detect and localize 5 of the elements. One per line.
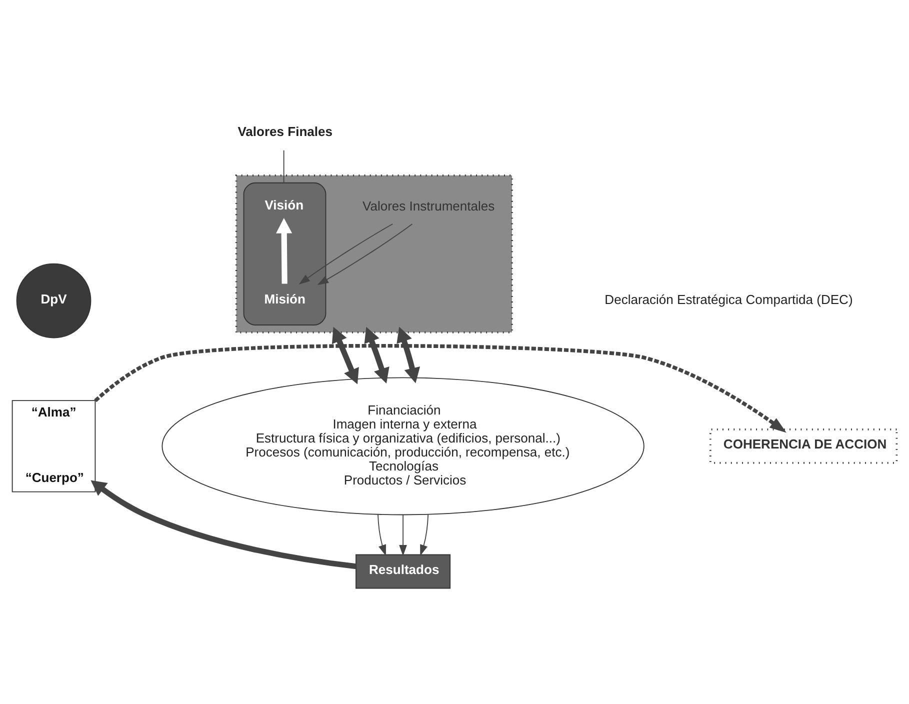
node-text: Valores Instrumentales — [362, 198, 495, 214]
node-text: Misión — [264, 290, 306, 306]
label: Declaración Estratégica Compartida (DEC) — [604, 292, 853, 307]
node-text: Visión — [264, 197, 304, 212]
node-text: Valores Finales — [238, 124, 332, 139]
